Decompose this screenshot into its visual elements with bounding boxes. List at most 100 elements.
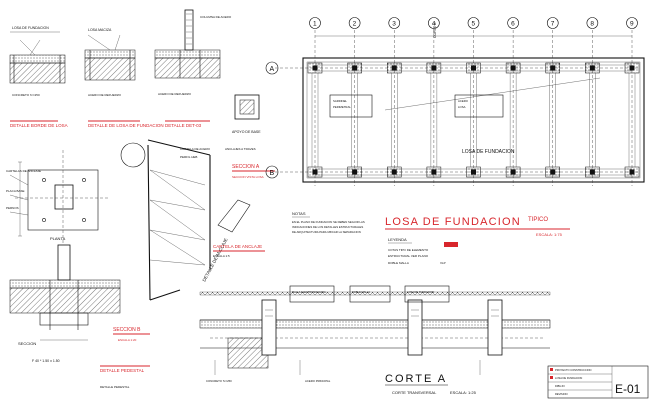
svg-text:COLUMNA DE ACERO: COLUMNA DE ACERO <box>200 15 232 19</box>
svg-text:CONCRETO f'c=250: CONCRETO f'c=250 <box>206 379 232 383</box>
svg-text:ANCLAJES A TRAVES: ANCLAJES A TRAVES <box>225 147 256 151</box>
axis-number: 7 <box>551 21 555 28</box>
axis-number: 1 <box>313 21 317 28</box>
svg-text:DETALLE PEDESTAL: DETALLE PEDESTAL <box>100 385 130 389</box>
svg-text:LOSA: LOSA <box>458 105 466 109</box>
axis-number: 4 <box>432 21 436 28</box>
svg-text:F 40 * 1.50 x 1.50: F 40 * 1.50 x 1.50 <box>32 359 60 363</box>
corte-scale: ESCALA: 1:25 <box>450 390 477 395</box>
svg-text:CONCRETO f'c=250: CONCRETO f'c=250 <box>12 93 40 97</box>
column <box>629 169 635 175</box>
axis-bubble <box>309 17 321 29</box>
column <box>471 65 476 71</box>
legend-swatch <box>444 242 458 247</box>
svg-text:LOSA DE FUNDACION: LOSA DE FUNDACION <box>555 376 582 380</box>
column <box>431 65 437 71</box>
axis-letter-b: B <box>270 170 275 177</box>
svg-text:ESTRUCTURAL VER PLANO: ESTRUCTURAL VER PLANO <box>388 254 429 258</box>
svg-text:ESCALA 1:5: ESCALA 1:5 <box>213 254 230 258</box>
axis-bubble <box>467 17 480 29</box>
axis-bubble <box>388 17 401 29</box>
detail-pedestal-title: DETALLE PEDESTAL <box>100 368 145 373</box>
leader-line <box>384 77 601 111</box>
axis-number: 9 <box>630 21 634 28</box>
svg-text:REVISION:: REVISION: <box>555 392 568 396</box>
column <box>550 169 556 175</box>
axis-bubble <box>348 17 361 29</box>
axis-bubble <box>428 17 440 29</box>
main-title-suffix: TIPICO <box>528 217 548 223</box>
plan-title-block: LOSA DE FUNDACION TIPICO ESCALA: 1:75 LE… <box>385 216 570 265</box>
axis-number: 5 <box>472 21 476 28</box>
plan-notes-label: NOTAS <box>292 211 306 216</box>
svg-text:SECCION VISTA LOSA: SECCION VISTA LOSA <box>232 175 264 179</box>
detail-seccion-b: SECCION B ESCALA 1:20 <box>113 327 150 342</box>
svg-text:PLACA BASE: PLACA BASE <box>6 189 25 193</box>
column <box>391 169 397 175</box>
column <box>352 65 358 71</box>
plan-grid <box>275 30 645 186</box>
seccion-b-title: SECCION B <box>113 327 141 333</box>
axis-bubble <box>626 17 638 29</box>
svg-text:DOBLE MALLA: DOBLE MALLA <box>352 290 370 294</box>
detail-planta-base: PLANTA CARTELAS DE ANCLAJE PLACA BASE PE… <box>6 150 110 245</box>
svg-text:DOBLE MALLA: DOBLE MALLA <box>388 261 409 265</box>
column <box>510 169 516 175</box>
planta-label: PLANTA <box>50 236 66 241</box>
detail-1-title: DETALLE BORDE DE LOSA <box>10 123 68 128</box>
axis-number: 6 <box>511 21 515 28</box>
axis-number-bubbles: 1 2 3 4 5 6 7 8 9 <box>309 17 638 29</box>
svg-text:ACERO DE REFUERZO: ACERO DE REFUERZO <box>158 92 192 96</box>
svg-text:SARDINEL: SARDINEL <box>333 99 347 103</box>
svg-text:PERIMETRAL: PERIMETRAL <box>333 105 351 109</box>
detail-4-title: APOYO DE BASE <box>232 130 261 134</box>
svg-text:LOSA DE FUNDACION: LOSA DE FUNDACION <box>12 26 49 30</box>
detail-anclaje: CARTELA DE ACERO PERFIL HEB SECCION A SE… <box>120 139 275 301</box>
corte-a-section: MALLA ELECTROSOLDADA DOBLE MALLA LOSA DE… <box>199 285 551 395</box>
axis-letter-a: A <box>270 66 275 73</box>
corte-subtitle: CORTE TRANSVERSAL <box>392 390 437 395</box>
axis-bubble <box>546 17 559 29</box>
svg-text:ACERO: ACERO <box>458 99 469 103</box>
svg-text:CORTE A: CORTE A <box>433 22 437 38</box>
sheet-title-box: PROYECTO CONSTRUCCION LOSA DE FUNDACION … <box>547 365 649 399</box>
svg-text:ACERO PRINCIPAL: ACERO PRINCIPAL <box>305 379 331 383</box>
svg-text:CARTELA DE ACERO: CARTELA DE ACERO <box>180 147 211 151</box>
seccion-label: SECCION <box>18 341 36 346</box>
column <box>471 169 476 175</box>
svg-text:COTAS TIPO DE ELEMENTO: COTAS TIPO DE ELEMENTO <box>388 248 429 252</box>
svg-text:DIBUJO:: DIBUJO: <box>555 384 566 388</box>
detail-losa-fundacion: LOSA MACIZA ACERO DE REFUERZO DETALLE DE… <box>84 28 164 128</box>
svg-text:VLP: VLP <box>440 261 446 265</box>
axis-number: 8 <box>590 21 594 28</box>
axis-bubble-a <box>265 61 279 75</box>
plan-center-label: LOSA DE FUNDACION <box>462 149 515 155</box>
detail-borde-losa: LOSA DE FUNDACION CONCRETO f'c=250 DETAL… <box>9 26 68 128</box>
column <box>589 169 595 175</box>
axis-number: 2 <box>353 21 357 28</box>
axis-bubble <box>586 17 599 29</box>
column <box>510 65 516 71</box>
column <box>312 169 318 175</box>
column <box>550 65 556 71</box>
svg-text:ESCALA 1:20: ESCALA 1:20 <box>118 338 137 342</box>
cartela-title: CARTELA DE ANCLAJE <box>213 244 262 249</box>
svg-text:ACERO DE REFUERZO: ACERO DE REFUERZO <box>88 93 122 97</box>
column <box>589 65 595 71</box>
sheet-code: E-01 <box>615 382 641 396</box>
column <box>391 65 397 71</box>
seccion-a-title: SECCION A <box>232 164 260 170</box>
svg-text:CARTELAS DE ANCLAJE: CARTELAS DE ANCLAJE <box>6 169 41 173</box>
detail-2-title: DETALLE DE LOSA DE FUNDACION <box>88 123 164 128</box>
column <box>629 65 635 71</box>
axis-number: 3 <box>392 21 396 28</box>
axis-bubble <box>507 17 519 29</box>
svg-text:MALLA ELECTROSOLDADA: MALLA ELECTROSOLDADA <box>292 290 326 294</box>
detail-3-title: DETALLE DET-03 <box>165 123 202 128</box>
svg-text:PERFIL HEB: PERFIL HEB <box>180 155 197 159</box>
main-title: LOSA DE FUNDACION <box>385 216 521 228</box>
axis-bubble-b <box>265 165 279 179</box>
column <box>431 169 437 175</box>
